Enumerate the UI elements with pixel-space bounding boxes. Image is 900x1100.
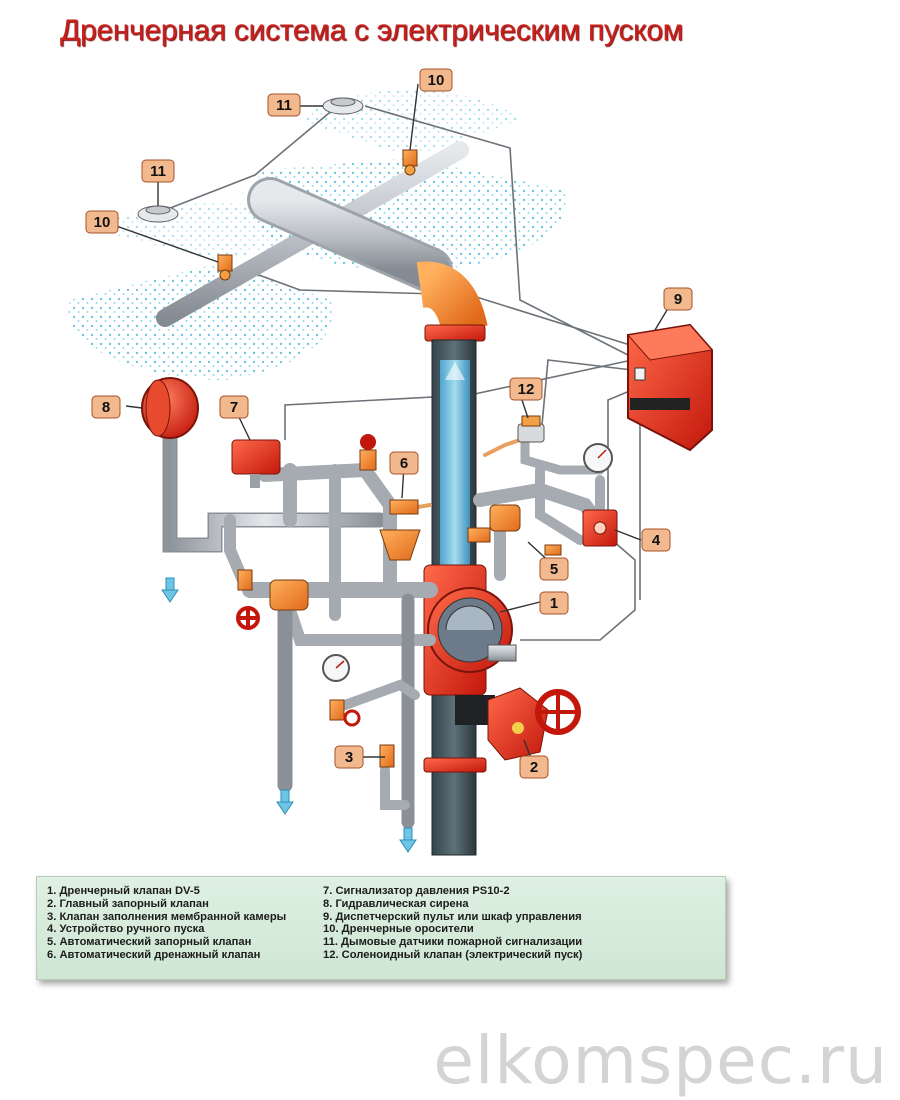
callout-5-label: 5 xyxy=(550,561,558,578)
legend-panel: 1. Дренчерный клапан DV-5 2. Главный зап… xyxy=(36,876,726,980)
callout-10-right: 10 xyxy=(419,68,453,92)
callout-7: 7 xyxy=(219,395,249,419)
legend-item: 2. Главный запорный клапан xyxy=(47,897,209,910)
sprinkler-branch-pipes xyxy=(156,141,469,327)
main-shutoff-valve xyxy=(455,687,581,761)
callout-6: 6 xyxy=(389,451,419,475)
pressure-gauge-icon xyxy=(322,443,613,682)
legend-item: 11. Дымовые датчики пожарной сигнализаци… xyxy=(323,936,583,949)
legend-item: 1. Дренчерный клапан DV-5 xyxy=(47,885,200,897)
pressure-switch-icon xyxy=(231,439,281,488)
deluge-valve-dv5 xyxy=(423,564,517,696)
handwheel-icon xyxy=(236,606,361,727)
callout-1-label: 1 xyxy=(550,595,558,612)
callout-8-label: 8 xyxy=(102,399,110,416)
legend-item: 6. Автоматический дренажный клапан xyxy=(47,948,261,961)
callout-11-right-label: 11 xyxy=(276,97,292,114)
smoke-detector-icon xyxy=(137,97,364,223)
callout-11-left: 11 xyxy=(141,159,175,183)
callout-11-right: 11 xyxy=(267,93,301,117)
signal-wires xyxy=(159,105,641,641)
callout-10-left-label: 10 xyxy=(94,214,111,231)
callout-8: 8 xyxy=(91,395,121,419)
control-cabinet-icon xyxy=(627,323,713,452)
callout-4: 4 xyxy=(641,528,671,552)
callout-12: 12 xyxy=(509,377,543,401)
legend-column-right: 7. Сигнализатор давления PS10-2 8. Гидра… xyxy=(323,885,582,962)
callout-7-label: 7 xyxy=(230,399,238,416)
legend-item: 5. Автоматический запорный клапан xyxy=(47,936,252,949)
callout-4-label: 4 xyxy=(652,532,661,549)
legend-item: 8. Гидравлическая сирена xyxy=(323,897,469,910)
solenoid-valve xyxy=(517,415,545,443)
callout-9: 9 xyxy=(663,287,693,311)
manual-release-device xyxy=(582,509,618,547)
page-title: Дренчерная система с электрическим пуско… xyxy=(60,14,683,47)
callout-2: 2 xyxy=(519,755,549,779)
sprinkler-left: . xyxy=(217,254,233,281)
legend-item: 10. Дренчерные оросители xyxy=(323,923,474,936)
callout-11-left-label: 11 xyxy=(150,163,166,180)
legend-item: 9. Диспетчерский пульт или шкаф управлен… xyxy=(323,910,582,923)
legend-item: 12. Соленоидный клапан (электрический пу… xyxy=(323,948,583,961)
drain-arrow-icon xyxy=(161,577,417,853)
trim-fittings xyxy=(237,434,562,768)
callout-12-label: 12 xyxy=(518,381,535,398)
site-watermark: elkomspec.ru xyxy=(433,1022,888,1099)
legend-item: 3. Клапан заполнения мембранной камеры xyxy=(47,910,287,923)
callout-3: 3 xyxy=(334,745,364,769)
callout-6-label: 6 xyxy=(400,455,408,472)
callout-10-left: 10 xyxy=(85,210,119,234)
callout-1: 1 xyxy=(539,591,569,615)
legend-column-left: 1. Дренчерный клапан DV-5 2. Главный зап… xyxy=(47,885,286,962)
callout-5: 5 xyxy=(539,557,569,581)
deluge-system-diagram: . xyxy=(68,68,713,856)
callout-9-label: 9 xyxy=(674,291,682,308)
callout-3-label: 3 xyxy=(345,749,353,766)
callout-10-right-label: 10 xyxy=(428,72,445,89)
legend-item: 7. Сигнализатор давления PS10-2 xyxy=(323,885,510,897)
siren-icon xyxy=(141,377,199,439)
sprinkler-right xyxy=(402,149,418,176)
legend-item: 4. Устройство ручного пуска xyxy=(47,923,205,936)
callout-2-label: 2 xyxy=(530,759,538,776)
